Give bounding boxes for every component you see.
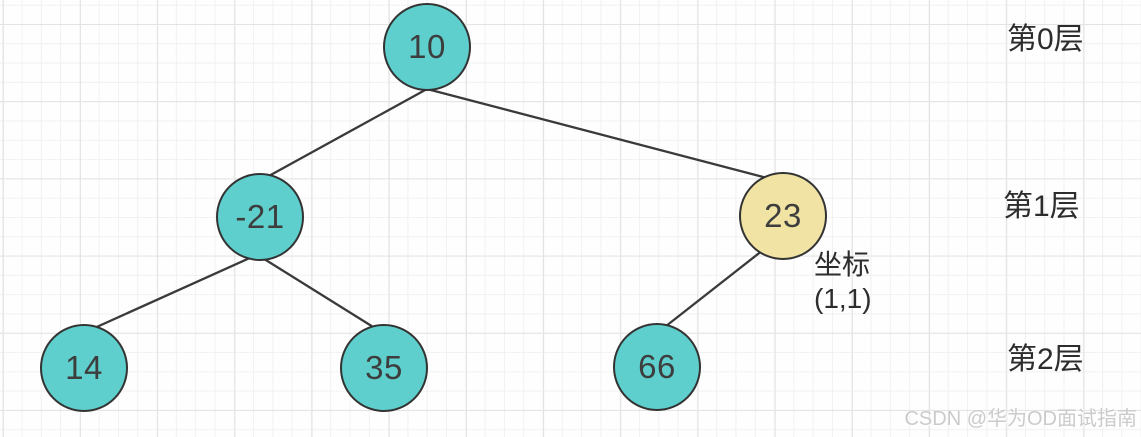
- tree-node-14: 14: [40, 324, 128, 412]
- layer-label-2: 第2层: [1007, 343, 1084, 376]
- coordinate-annotation-value: (1,1): [814, 283, 872, 314]
- tree-node-10: 10: [383, 3, 471, 91]
- coordinate-annotation-title: 坐标: [814, 249, 871, 280]
- tree-node--21: -21: [216, 173, 304, 261]
- layer-label-1: 第1层: [1003, 190, 1080, 223]
- layer-label-0: 第0层: [1007, 23, 1084, 56]
- tree-node-23: 23: [739, 172, 827, 260]
- tree-edge--21-to-35: [251, 250, 380, 332]
- tree-edge--21-to-14: [88, 250, 265, 332]
- tree-node-35: 35: [340, 324, 428, 412]
- csdn-watermark: CSDN @华为OD面试指南: [904, 408, 1137, 430]
- tree-edge-10-to--21: [265, 87, 429, 179]
- tree-node-66: 66: [613, 323, 701, 411]
- coordinate-annotation: 坐标 (1,1): [814, 248, 872, 316]
- tree-edge-10-to-23: [425, 87, 773, 181]
- tree-edge-23-to-66: [659, 241, 774, 332]
